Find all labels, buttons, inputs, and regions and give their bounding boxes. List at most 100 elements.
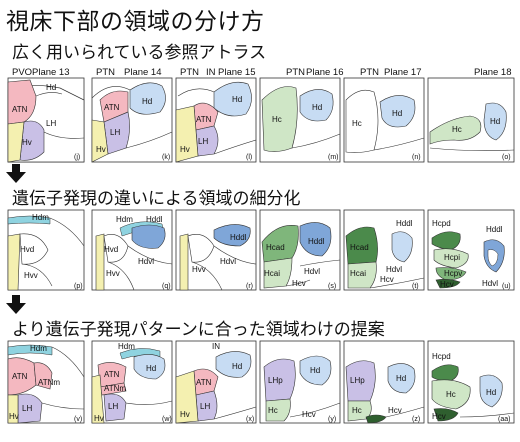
region-hcad-t <box>345 226 378 265</box>
panel-id: (u) <box>502 283 511 290</box>
region-label: LH <box>198 137 208 146</box>
region-label: Hcpd <box>432 219 451 228</box>
top-label: PTN <box>360 67 379 78</box>
region-hcad-s <box>261 225 299 263</box>
region-label: LH <box>110 128 120 137</box>
region-label: Hcai <box>264 269 280 278</box>
down-arrow-icon <box>6 295 26 314</box>
gene-expression-row: Hdm Hvd Hvv (p) Hdm Hddl Hvd Hdvl Hvv (q… <box>7 209 515 291</box>
region-label: Hddl <box>308 237 325 246</box>
region-label: Hc <box>452 125 462 134</box>
proposal-row: Hdm ATN ATNm LH Hv (v) Hdm Hd ATN ATNm L… <box>7 340 515 424</box>
region-label: Hdvl <box>304 267 320 276</box>
region-label: Hdm <box>118 342 135 351</box>
region-label: Hcad <box>350 243 369 252</box>
top-label: PVO <box>12 67 32 78</box>
region-label: Hcv <box>432 412 446 421</box>
section-heading-proposal: より遺伝子発現パターンに合った領域わけの提案 <box>12 320 385 340</box>
region-label: Hd <box>310 366 320 375</box>
panel-r: Hddl Hvv Hdvl (r) <box>175 209 257 291</box>
region-label: Hcv <box>302 410 316 419</box>
region-atn-k <box>99 90 129 123</box>
panel-id: (t) <box>412 283 419 290</box>
region-label: Hd <box>146 364 156 373</box>
region-hv-j <box>7 121 25 163</box>
plane-label: Plane 14 <box>124 67 162 78</box>
region-label: Hc <box>268 406 278 415</box>
region-hv-w <box>91 374 105 424</box>
panel-id: (aa) <box>498 416 510 423</box>
region-hv-x <box>175 370 199 424</box>
top-label: IN <box>206 67 216 78</box>
region-lhp-z <box>345 360 376 402</box>
top-label: PTN <box>96 67 115 78</box>
panel-t: Hddl Hcad Hcai Hdvl Hcv (t) <box>343 209 425 291</box>
region-label: Hcai <box>350 269 366 278</box>
panel-id: (s) <box>328 283 336 290</box>
region-label: Hddl <box>396 219 413 228</box>
region-hv-q <box>95 233 105 291</box>
region-label: Hcad <box>266 243 285 252</box>
region-label: Hdvl <box>220 257 236 266</box>
region-label: ATN <box>12 105 28 114</box>
panel-id: (r) <box>246 283 253 290</box>
region-label: ATNm <box>104 384 126 393</box>
plane-label: Plane 13 <box>32 67 70 78</box>
region-label: Hd <box>232 362 242 371</box>
region-hd-k <box>129 82 166 115</box>
region-label: ATN <box>196 378 212 387</box>
region-label: Hcpv <box>444 269 462 278</box>
region-hc-y <box>265 398 291 422</box>
panel-x: IN Hd ATN LH Hv (x) <box>175 340 257 424</box>
region-hd-m <box>299 89 334 122</box>
region-hddl-t <box>391 231 413 263</box>
section-heading-gene-expression: 遺伝子発現の違いによる領域の細分化 <box>12 189 301 209</box>
panel-m: PTN Plane 16 Hd Hc (m) <box>259 67 344 163</box>
region-atn-w <box>97 362 127 388</box>
region-hd-z <box>387 363 416 394</box>
region-hc-z <box>347 400 372 422</box>
region-hd-o <box>483 102 507 141</box>
region-label: ATN <box>12 372 28 381</box>
region-label: Hv <box>9 412 19 421</box>
region-label: LH <box>200 402 210 411</box>
region-hddl-s <box>299 222 332 257</box>
region-hd-w <box>133 354 166 380</box>
region-label: Hcv <box>440 280 454 289</box>
region-label: Hdvl <box>138 257 154 266</box>
panel-id: (y) <box>328 416 336 423</box>
region-label: Hc <box>352 406 362 415</box>
panel-id: (z) <box>412 416 420 423</box>
region-label: Hcv <box>388 406 402 415</box>
region-hcv-z <box>365 414 387 424</box>
panel-aa: Hcpd Hc Hd Hcv (aa) <box>427 340 515 424</box>
region-atnm-v <box>33 362 53 390</box>
region-label: LH <box>22 404 32 413</box>
region-label: ATN <box>104 370 120 379</box>
region-atn-l <box>193 102 219 131</box>
top-label: PTN <box>180 67 199 78</box>
region-atn-x <box>193 368 219 396</box>
region-label: Hc <box>446 390 456 399</box>
region-label: Hc <box>352 119 362 128</box>
region-hdm-v <box>7 344 53 356</box>
plane-label: Plane 17 <box>384 67 422 78</box>
region-label: LH <box>108 402 118 411</box>
region-label: Hcpi <box>444 253 460 262</box>
region-hv-p <box>7 233 21 291</box>
region-hddl-r <box>213 224 251 247</box>
top-label: PTN <box>286 67 305 78</box>
region-label: Hdm <box>30 344 47 353</box>
region-hc-m <box>261 86 298 152</box>
panel-id: (o) <box>502 154 511 161</box>
region-hc-n <box>345 89 379 153</box>
region-label: ATN <box>196 115 212 124</box>
region-hv-v <box>7 394 19 424</box>
panel-s: Hcad Hddl Hcai Hdvl Hcv (s) <box>259 209 341 291</box>
panel-v: Hdm ATN ATNm LH Hv (v) <box>7 340 85 424</box>
panel-id: (v) <box>74 416 82 423</box>
panel-j: Plane 13 PVO Hd ATN LH Hv (j) <box>7 67 85 163</box>
panel-q: Hdm Hddl Hvd Hdvl Hvv (q) <box>91 209 173 291</box>
panel-k: PTN Plane 14 Hd ATN LH Hv (k) <box>91 67 173 163</box>
region-label: Hd <box>486 388 496 397</box>
